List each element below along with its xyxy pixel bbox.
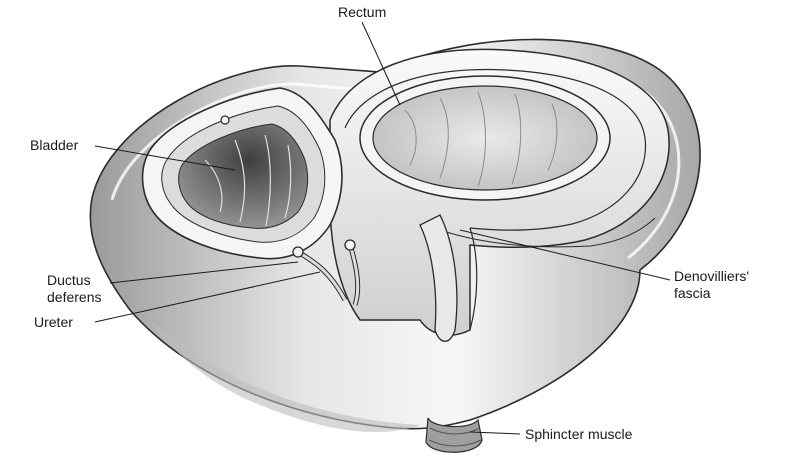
- label-denonvilliers-line2: fascia: [674, 285, 711, 301]
- label-denonvilliers-line1: Denovilliers': [674, 268, 749, 284]
- rectum-lumen: [360, 76, 610, 200]
- label-rectum: Rectum: [338, 4, 386, 20]
- label-bladder: Bladder: [30, 137, 78, 153]
- label-ureter: Ureter: [34, 314, 73, 330]
- label-ductus-line2: deferens: [47, 289, 101, 305]
- label-sphincter-muscle: Sphincter muscle: [525, 426, 632, 442]
- label-ductus-line1: Ductus: [47, 272, 91, 288]
